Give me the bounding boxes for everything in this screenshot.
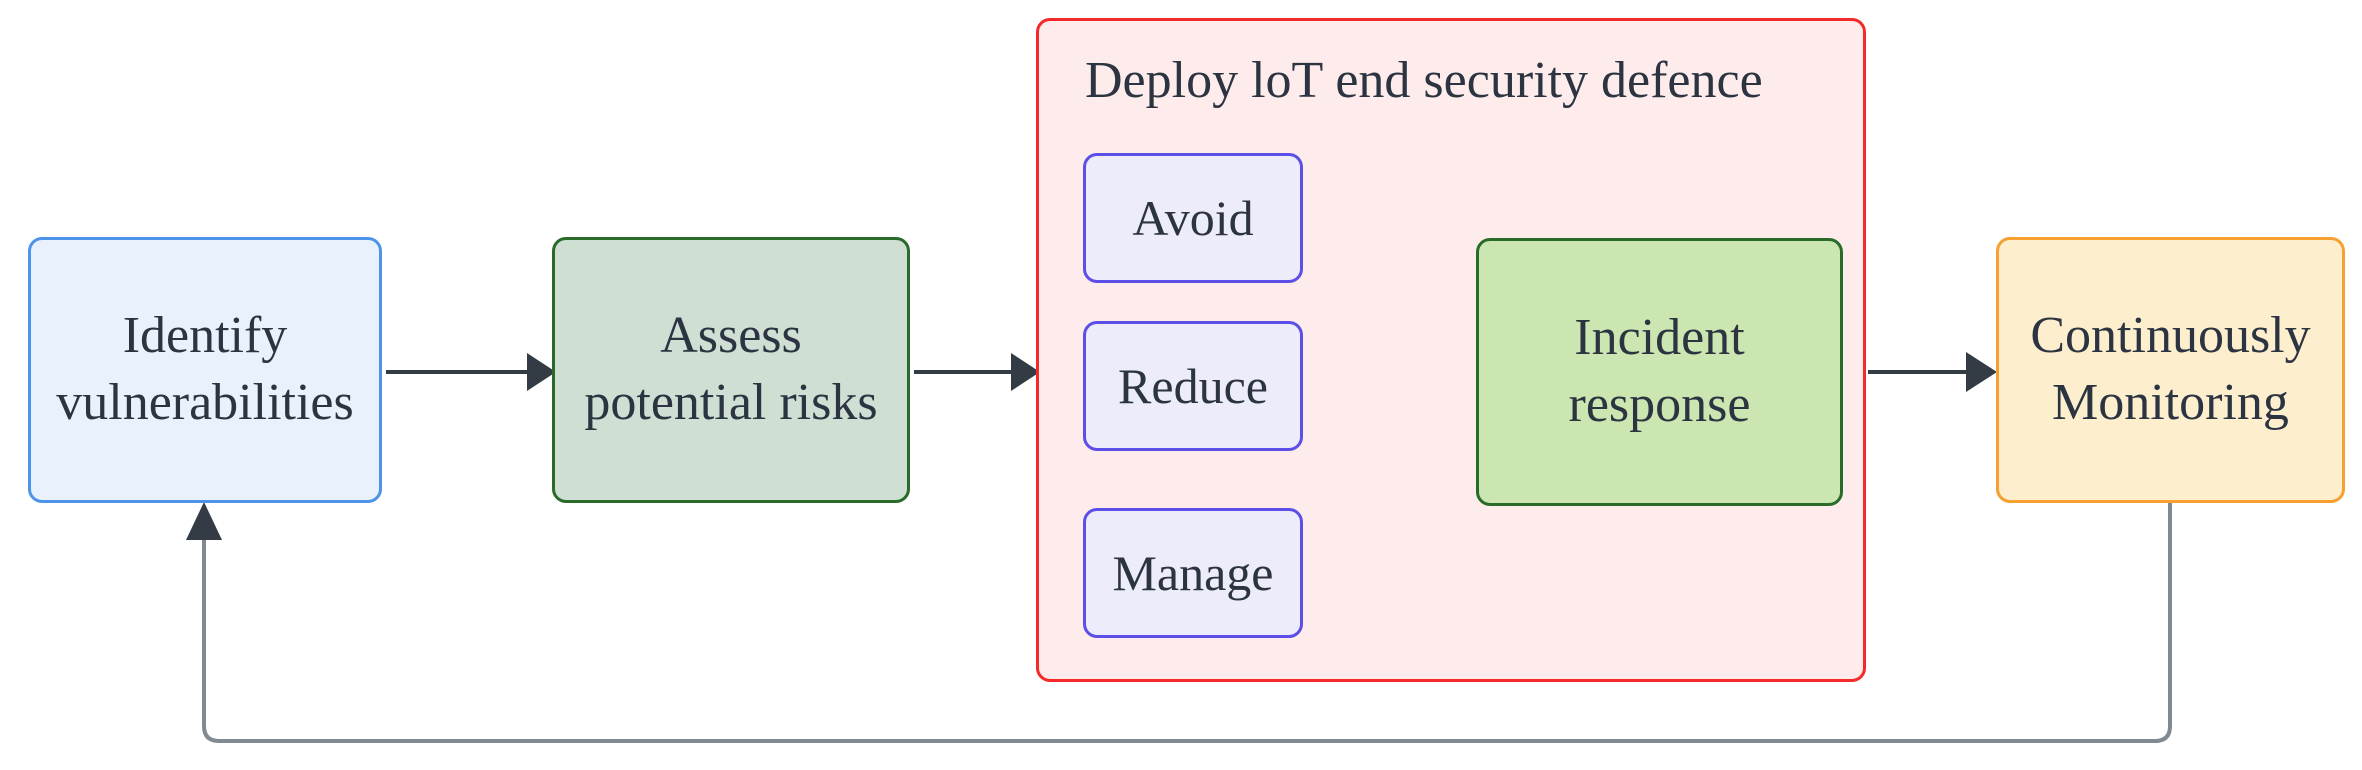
node-continuously-monitoring[interactable]: Continuously Monitoring bbox=[1996, 237, 2345, 503]
edge-assess-to-deploy bbox=[914, 353, 1040, 391]
node-identify-vulnerabilities[interactable]: Identify vulnerabilities bbox=[28, 237, 382, 503]
group-title-label: Deploy loT end security defence bbox=[1085, 52, 1763, 109]
group-deploy-iot-end-security-defence[interactable]: Deploy loT end security defence Avoid Re… bbox=[1036, 18, 1866, 682]
node-assess-potential-risks[interactable]: Assess potential risks bbox=[552, 237, 910, 503]
node-manage[interactable]: Manage bbox=[1083, 508, 1303, 638]
edge-deploy-to-monitor bbox=[1868, 352, 1997, 392]
node-reduce[interactable]: Reduce bbox=[1083, 321, 1303, 451]
edge-identify-to-assess bbox=[386, 353, 556, 391]
node-incident-response[interactable]: Incident response bbox=[1476, 238, 1843, 506]
node-avoid[interactable]: Avoid bbox=[1083, 153, 1303, 283]
